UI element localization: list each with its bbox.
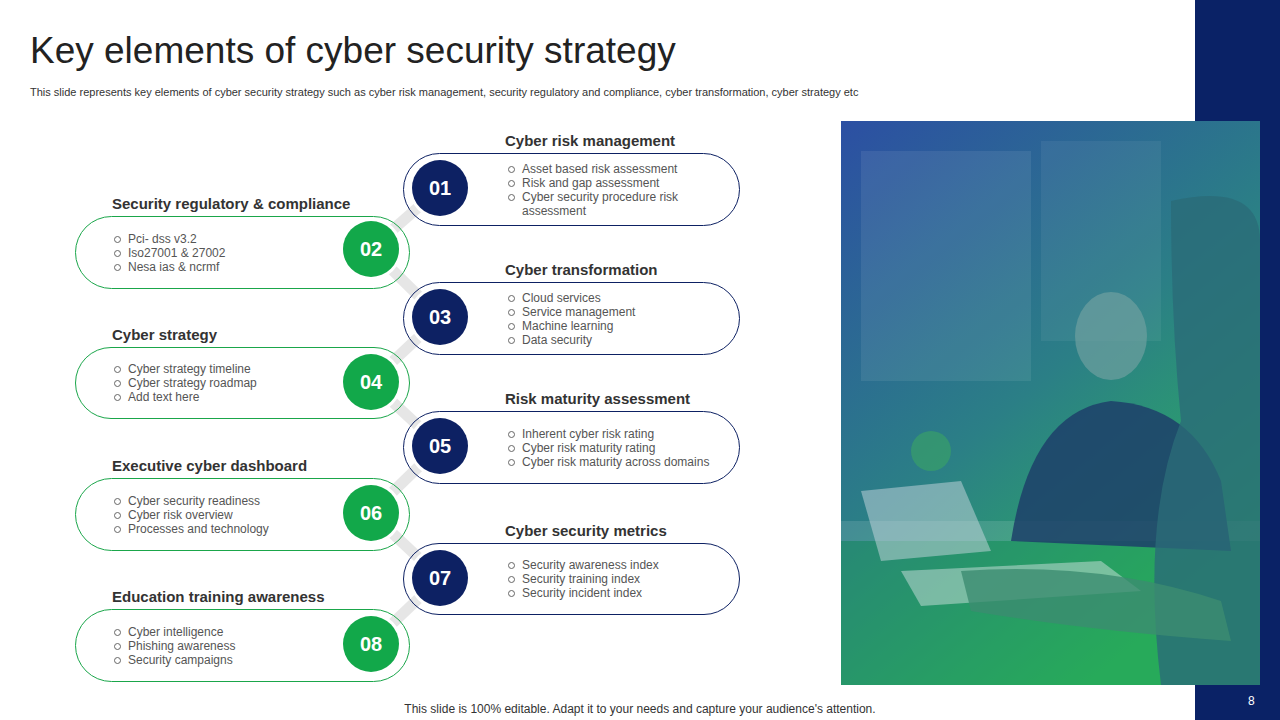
bullet-item: Nesa ias & ncrmf	[112, 260, 317, 274]
bullet-item: Security incident index	[506, 586, 711, 600]
step-connector	[391, 269, 420, 298]
bullet-list: Pci- dss v3.2Iso27001 & 27002Nesa ias & …	[112, 232, 317, 274]
bullet-item: Cloud services	[506, 291, 711, 305]
bullet-item: Machine learning	[506, 319, 711, 333]
bullet-item: Security campaigns	[112, 653, 317, 667]
step-connector	[391, 466, 420, 494]
number-circle: 08	[343, 616, 399, 672]
callout-number: 06	[360, 502, 382, 525]
bullet-item: Cyber intelligence	[112, 625, 317, 639]
bullet-item: Security awareness index	[506, 558, 711, 572]
bullet-item: Iso27001 & 27002	[112, 246, 317, 260]
bullet-item: Add text here	[112, 390, 317, 404]
bullet-item: Cyber security procedure risk assessment	[506, 190, 711, 218]
bullet-item: Pci- dss v3.2	[112, 232, 317, 246]
callout-number: 07	[429, 567, 451, 590]
number-circle: 01	[412, 160, 468, 216]
bullet-list: Asset based risk assessmentRisk and gap …	[506, 162, 711, 218]
element-heading: Cyber security metrics	[505, 522, 667, 539]
element-heading: Security regulatory & compliance	[112, 195, 350, 212]
number-circle: 07	[412, 550, 468, 606]
bullet-item: Cyber risk maturity rating	[506, 441, 711, 455]
bullet-item: Phishing awareness	[112, 639, 317, 653]
bullet-item: Data security	[506, 333, 711, 347]
element-heading: Cyber strategy	[112, 326, 217, 343]
bullet-list: Cyber intelligencePhishing awarenessSecu…	[112, 625, 317, 667]
number-circle: 05	[412, 418, 468, 474]
number-circle: 03	[412, 289, 468, 345]
bullet-list: Inherent cyber risk ratingCyber risk mat…	[506, 427, 711, 469]
element-heading: Executive cyber dashboard	[112, 457, 307, 474]
callout-number: 02	[360, 238, 382, 261]
slide-title: Key elements of cyber security strategy	[30, 30, 676, 72]
bullet-item: Cyber strategy roadmap	[112, 376, 317, 390]
step-connector	[392, 401, 420, 427]
bullet-item: Service management	[506, 305, 711, 319]
bullet-item: Risk and gap assessment	[506, 176, 711, 190]
footer-note: This slide is 100% editable. Adapt it to…	[404, 702, 875, 716]
subtitle-note: This slide represents key elements of cy…	[30, 86, 858, 98]
bullet-list: Cyber security readinessCyber risk overv…	[112, 494, 317, 536]
element-heading: Education training awareness	[112, 588, 325, 605]
step-connector	[392, 207, 419, 231]
bullet-item: Security training index	[506, 572, 711, 586]
bullet-item: Inherent cyber risk rating	[506, 427, 711, 441]
bullet-item: Cyber risk overview	[112, 508, 317, 522]
step-connector	[391, 532, 419, 559]
bullet-item: Cyber strategy timeline	[112, 362, 317, 376]
number-circle: 04	[343, 354, 399, 410]
bullet-list: Cloud servicesService managementMachine …	[506, 291, 711, 347]
step-connector	[391, 597, 420, 624]
number-circle: 06	[343, 485, 399, 541]
callout-number: 08	[360, 633, 382, 656]
bullet-item: Cyber security readiness	[112, 494, 317, 508]
bullet-list: Security awareness indexSecurity trainin…	[506, 558, 711, 600]
bullet-item: Processes and technology	[112, 522, 317, 536]
number-circle: 02	[343, 221, 399, 277]
bullet-item: Cyber risk maturity across domains	[506, 455, 711, 469]
callout-number: 03	[429, 306, 451, 329]
callout-number: 01	[429, 177, 451, 200]
page-number: 8	[1248, 694, 1255, 708]
bullet-list: Cyber strategy timelineCyber strategy ro…	[112, 362, 317, 404]
bullet-item: Asset based risk assessment	[506, 162, 711, 176]
callout-number: 05	[429, 435, 451, 458]
callout-number: 04	[360, 371, 382, 394]
element-heading: Risk maturity assessment	[505, 390, 690, 407]
element-heading: Cyber transformation	[505, 261, 658, 278]
office-photo	[841, 121, 1260, 685]
element-heading: Cyber risk management	[505, 132, 675, 149]
step-connector	[391, 336, 419, 363]
